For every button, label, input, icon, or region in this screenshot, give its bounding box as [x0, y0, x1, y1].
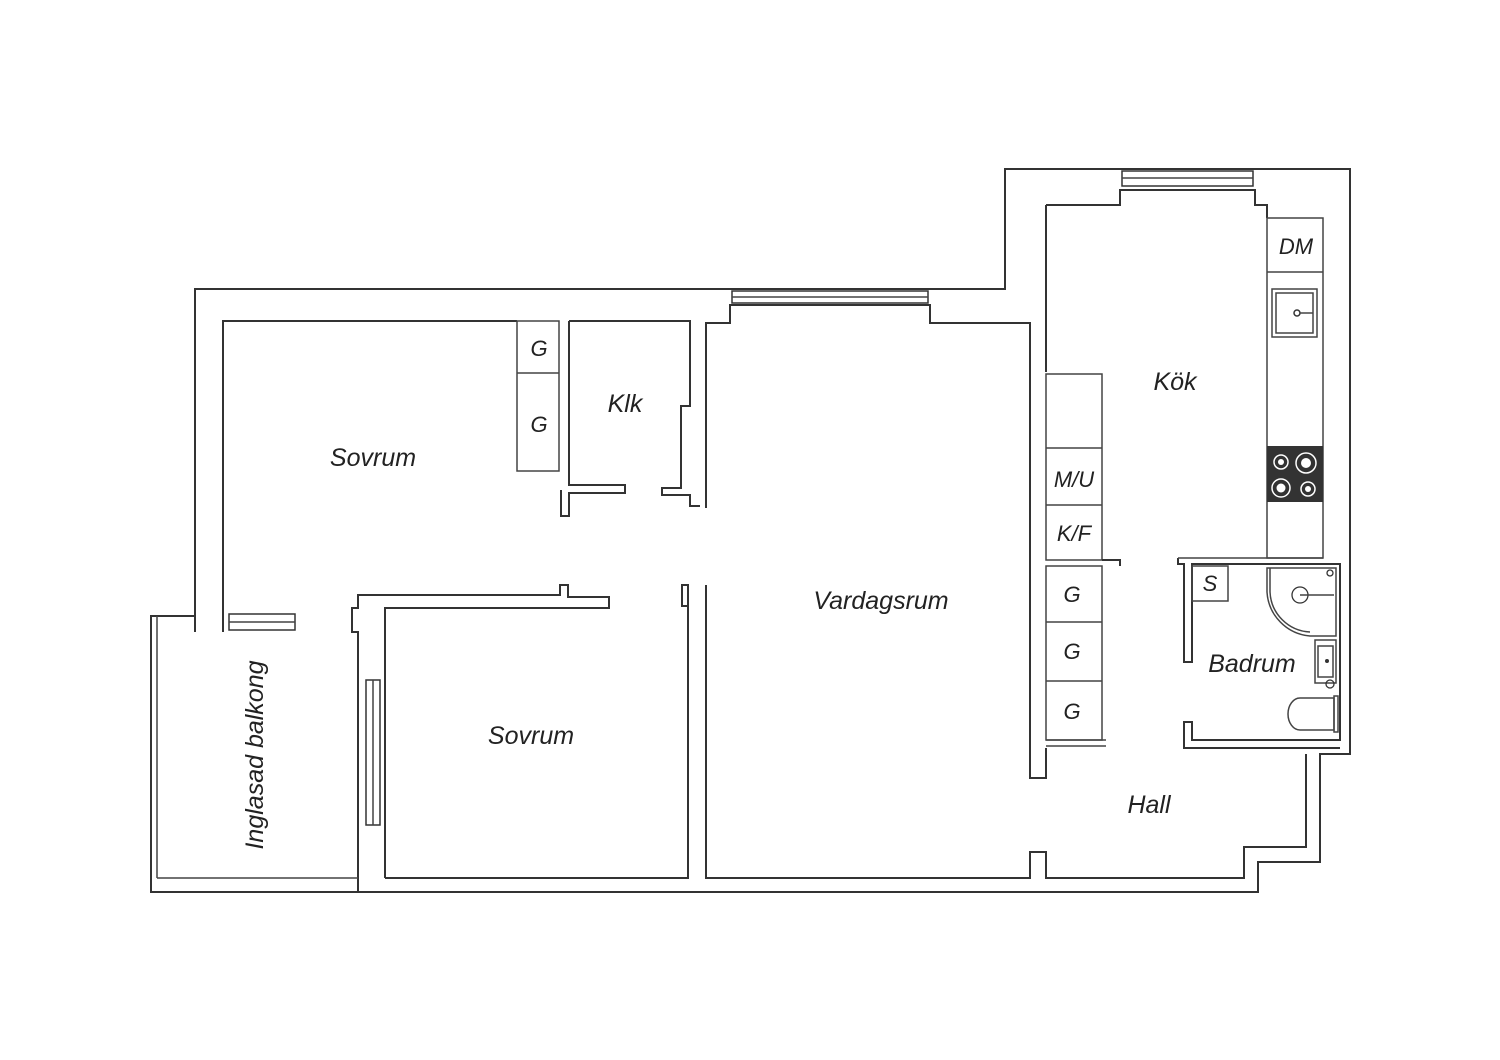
fixture-label-dm: DM [1279, 234, 1314, 259]
bathroom-walls [1177, 557, 1341, 749]
kitchen-units [1045, 373, 1121, 747]
outer-walls [194, 168, 1351, 893]
bedroom-top-walls [516, 320, 700, 517]
window-bedroom-side [365, 679, 381, 826]
window-living-top [705, 290, 1047, 779]
closet-label-hall-g3: G [1063, 699, 1080, 724]
sink-icon [1271, 288, 1318, 338]
room-label-hall: Hall [1127, 791, 1172, 819]
closet-label-g2: G [530, 412, 547, 437]
room-label-vardagsrum: Vardagsrum [813, 587, 948, 615]
room-label-sovrum-top: Sovrum [330, 444, 416, 472]
toilet-icon [1287, 679, 1339, 733]
window-kitchen-top [1121, 170, 1254, 187]
fixture-label-mu: M/U [1054, 467, 1094, 492]
bedroom-bottom-walls [351, 584, 1307, 892]
room-label-sovrum-bottom: Sovrum [488, 722, 574, 750]
fixture-label-kf: K/F [1057, 521, 1093, 546]
balcony [150, 613, 358, 893]
shower-icon [1266, 567, 1337, 637]
storage-box [1191, 565, 1229, 602]
room-label-balkong: Inglasad balkong [241, 660, 269, 849]
closet-box [516, 320, 560, 472]
kitchen-counter [1266, 217, 1324, 559]
room-label-kok: Kök [1153, 368, 1198, 396]
stove-icon [1267, 446, 1323, 502]
closet-label-hall-g1: G [1063, 582, 1080, 607]
washbasin-icon [1314, 639, 1337, 684]
closet-label-g1: G [530, 336, 547, 361]
fixture-label-s: S [1203, 571, 1218, 596]
room-label-klk: Klk [608, 390, 644, 418]
closet-label-hall-g2: G [1063, 639, 1080, 664]
room-label-badrum: Badrum [1208, 650, 1296, 678]
